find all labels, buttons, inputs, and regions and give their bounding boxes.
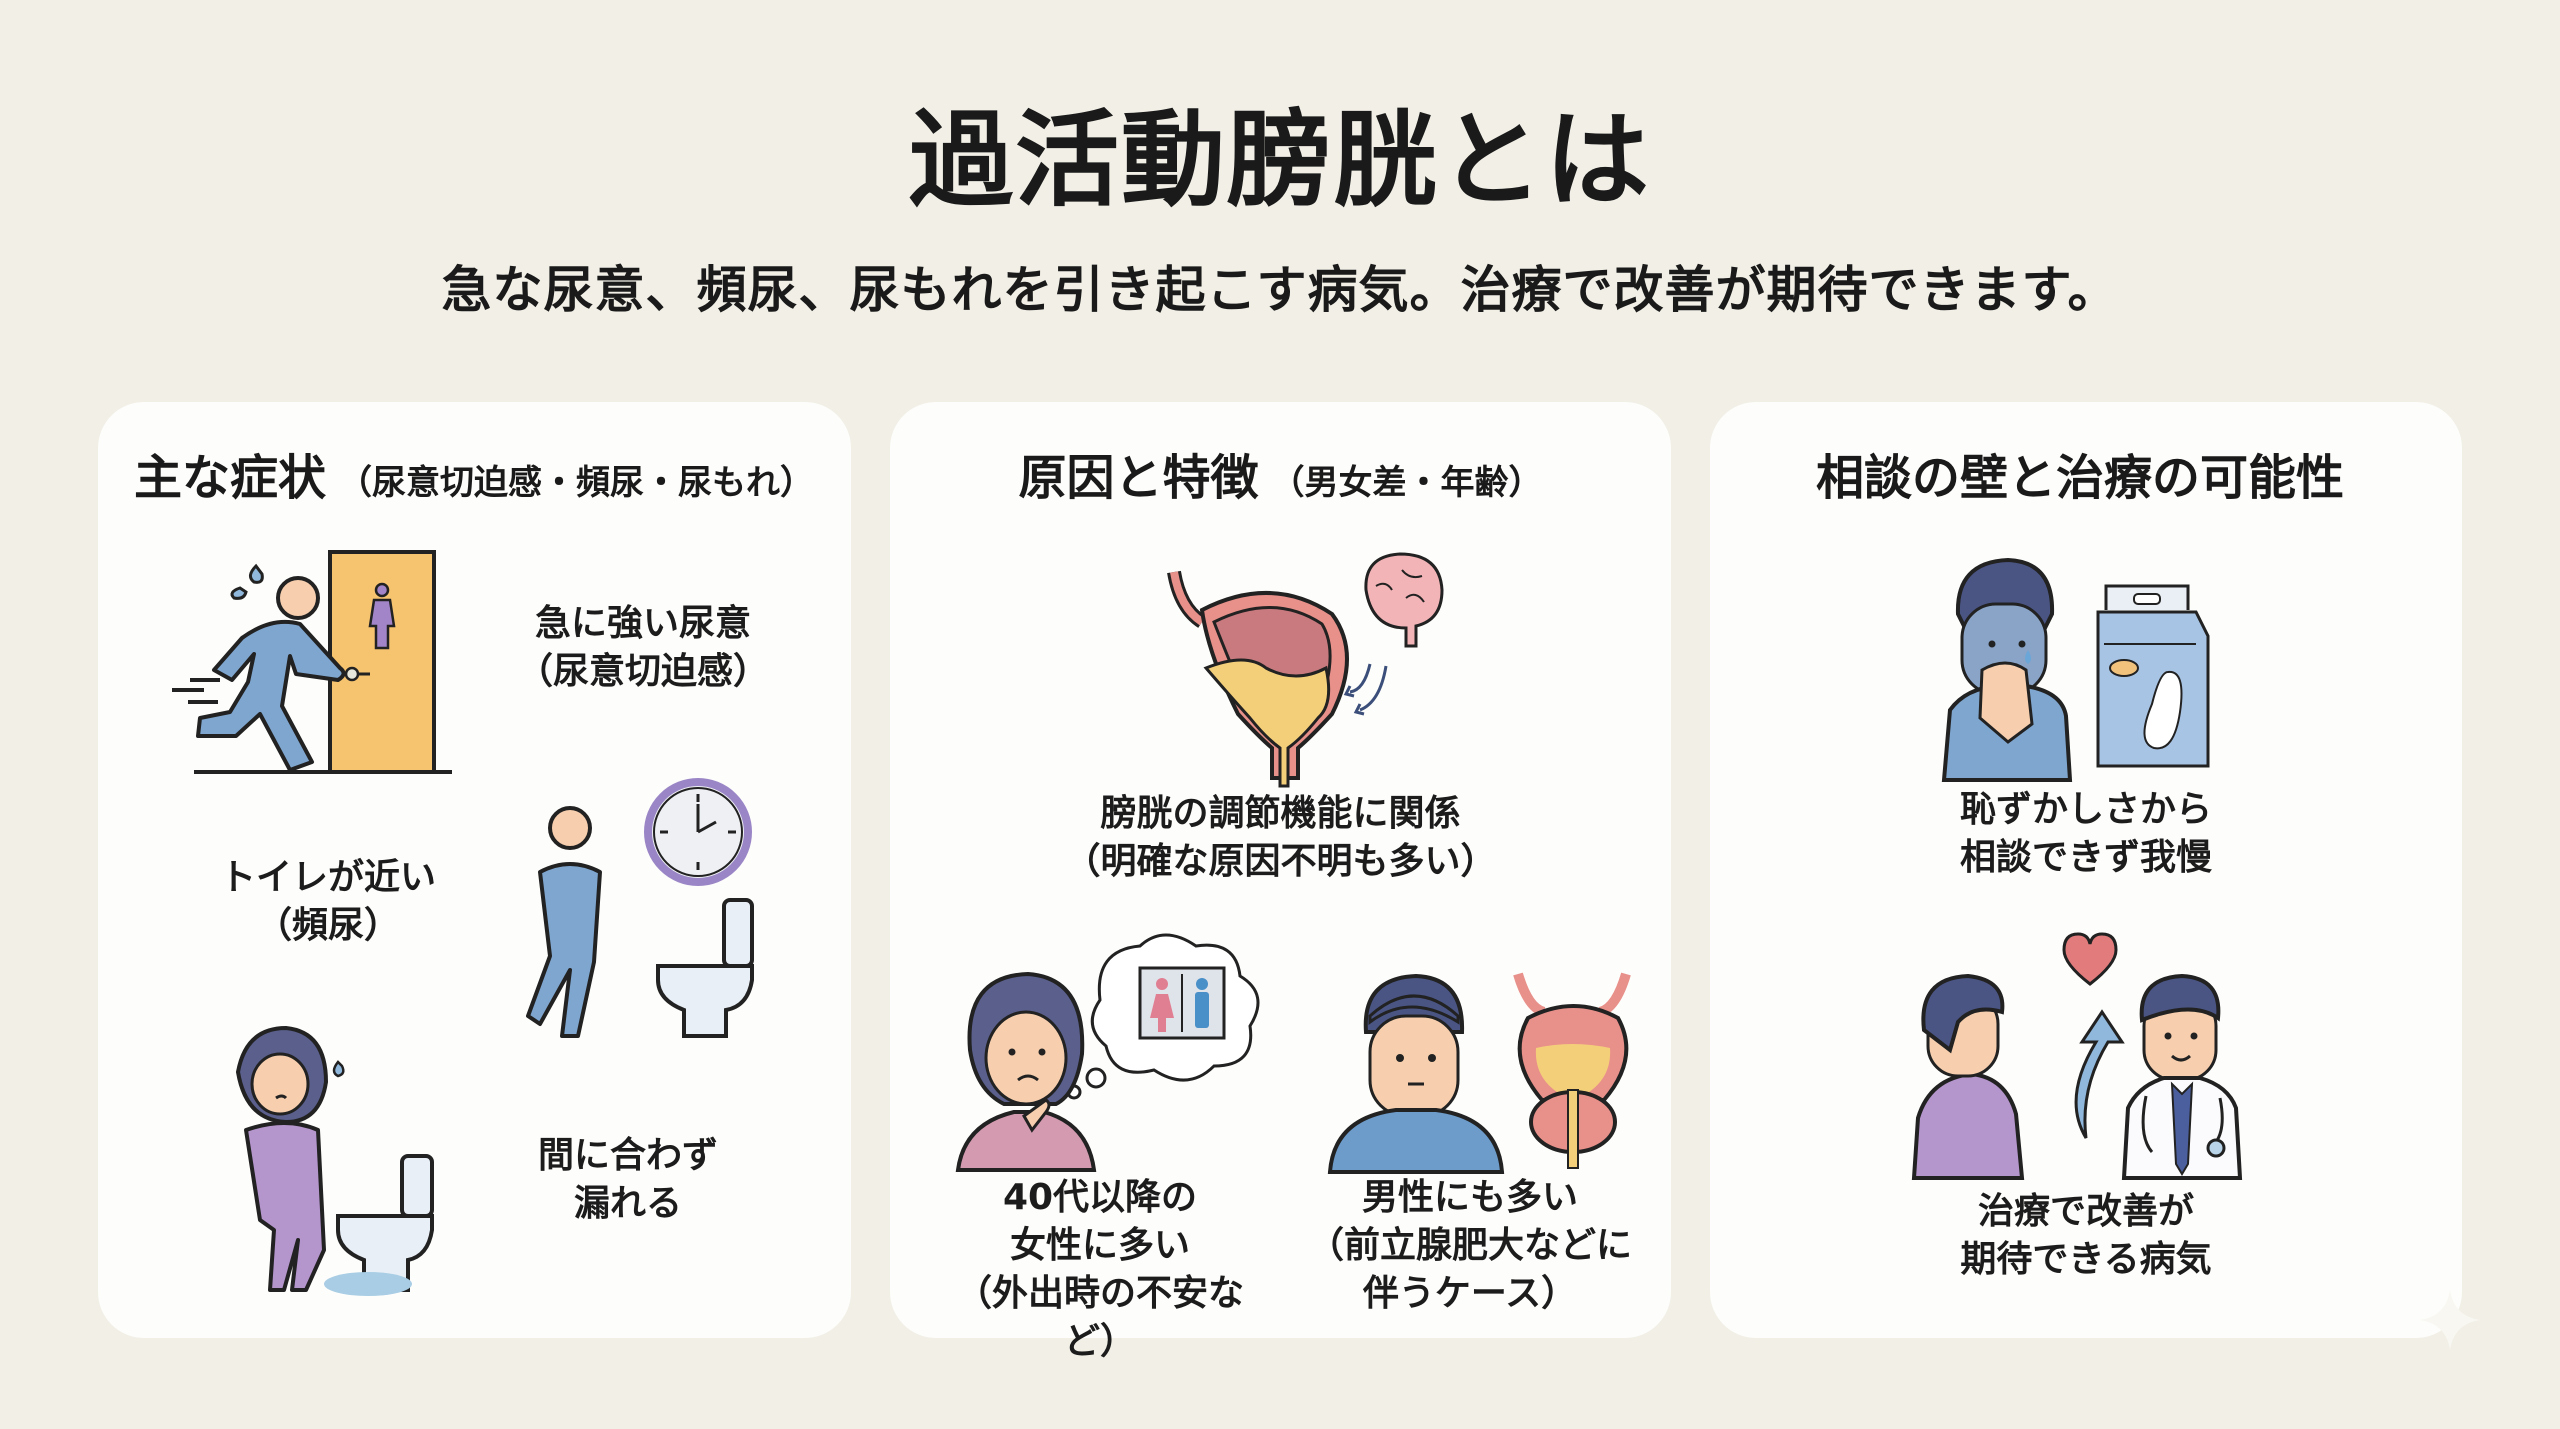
person-waiting-clock-toilet-icon — [526, 778, 754, 1038]
sparkle-icon — [2420, 1290, 2480, 1350]
person-running-to-toilet-icon — [172, 550, 452, 774]
card-causes: 原因と特徴 （男女差・年齢） 膀胱の調節機能に関係 （明確な原因不明も多い） 40… — [890, 402, 1671, 1362]
card-title-sub: （尿意切迫感・頻尿・尿もれ） — [338, 463, 815, 503]
worried-woman-restroom-thought-icon — [955, 933, 1260, 1172]
symptom-label-urgency: 急に強い尿意 （尿意切迫感） — [516, 603, 769, 692]
card-title: 相談の壁と治療の可能性 — [1710, 448, 2462, 513]
cause-label-women-40s: 40代以降の 女性に多い （外出時の不安など） — [955, 1177, 1244, 1362]
bladder-brain-icon — [1167, 552, 1444, 788]
page-title: 過活動膀胱とは — [908, 99, 1651, 221]
card-title-sub: （男女差・年齢） — [1270, 463, 1543, 503]
card-title-main: 主な症状 — [134, 450, 327, 506]
card-title: 原因と特徴 （男女差・年齢） — [890, 448, 1671, 513]
barrier-label-embarrassment: 恥ずかしさから 相談できず我慢 — [1959, 789, 2212, 878]
symptom-label-leakage: 間に合わず 漏れる — [537, 1135, 718, 1224]
treatment-label-improvement: 治療で改善が 期待できる病気 — [1960, 1191, 2212, 1280]
card-title-main: 原因と特徴 — [1018, 450, 1259, 506]
symptom-label-frequency: トイレが近い （頻尿） — [219, 857, 436, 946]
card-consultation-treatment: 相談の壁と治療の可能性 恥ずかしさから 相談できず我慢 治療で改善が 期待できる… — [1710, 402, 2462, 1338]
card-title-main: 相談の壁と治療の可能性 — [1815, 450, 2344, 506]
page-subtitle: 急な尿意、頻尿、尿もれを引き起こす病気。治療で改善が期待できます。 — [441, 261, 2119, 319]
embarrassed-man-pads-icon — [1941, 557, 2210, 782]
cause-label-men-prostate: 男性にも多い （前立腺肥大などに 伴うケース） — [1307, 1177, 1632, 1314]
card-title: 主な症状 （尿意切迫感・頻尿・尿もれ） — [134, 448, 851, 513]
man-prostate-icon — [1327, 972, 1631, 1174]
cause-label-bladder-regulation: 膀胱の調節機能に関係 （明確な原因不明も多い） — [1064, 793, 1497, 882]
patient-doctor-heart-icon — [1911, 932, 2243, 1180]
card-symptoms: 主な症状 （尿意切迫感・頻尿・尿もれ） 急に強い尿意 （尿意切迫感） トイレが近い… — [98, 402, 851, 1338]
woman-leaking-toilet-icon — [235, 1025, 434, 1296]
